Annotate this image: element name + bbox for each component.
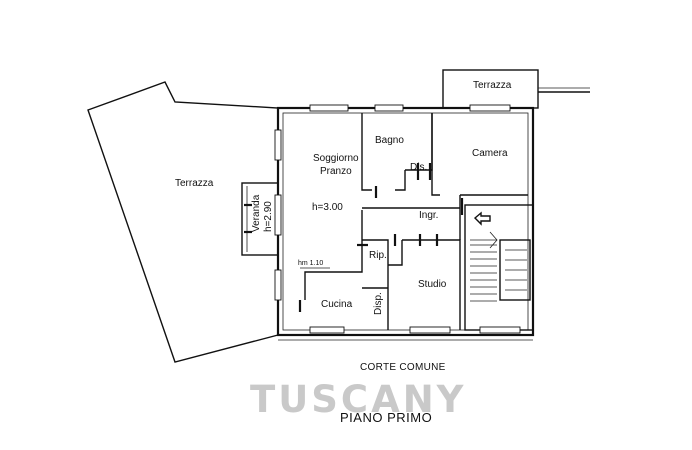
disp-label: Disp. [373,292,384,315]
bagno-wall [395,113,433,191]
terrace-top-label: Terrazza [473,80,512,91]
stair-steps [470,244,527,302]
camera-label: Camera [472,148,508,159]
ingr-label: Ingr. [419,210,438,221]
corte-comune-label: CORTE COMUNE [360,362,446,373]
windows [274,104,521,334]
studio-wall [388,240,403,266]
terrace-left-label: Terrazza [175,178,214,189]
rip-label: Rip. [369,250,387,261]
cucina-wall [304,210,363,300]
rip-wall [362,239,389,288]
floor-title: PIANO PRIMO [340,410,432,425]
hm-label: hm 1.10 [298,260,323,267]
stair-well [464,204,534,331]
veranda-label: Veranda [251,194,262,232]
bagno-label: Bagno [375,135,404,146]
veranda-height-label: h=2.90 [263,201,274,232]
pranzo-label: Pranzo [320,166,352,177]
terrace-left-outline [87,81,279,363]
cucina-label: Cucina [321,299,353,310]
stair-landing [499,239,531,301]
soggiorno-height-label: h=3.00 [312,202,343,213]
studio-label: Studio [418,279,447,290]
dis-label: Dis. [410,162,427,173]
stair-arrow-icon [470,231,498,249]
entrance-arrow-icon [473,211,491,226]
tuscany-watermark: TUSCANY [250,378,466,421]
camera-wall [431,113,528,196]
soggiorno-label: Soggiorno [313,153,359,164]
studio-wall [402,239,461,330]
apartment-inner-wall [282,112,529,331]
bagno-wall [361,113,372,191]
